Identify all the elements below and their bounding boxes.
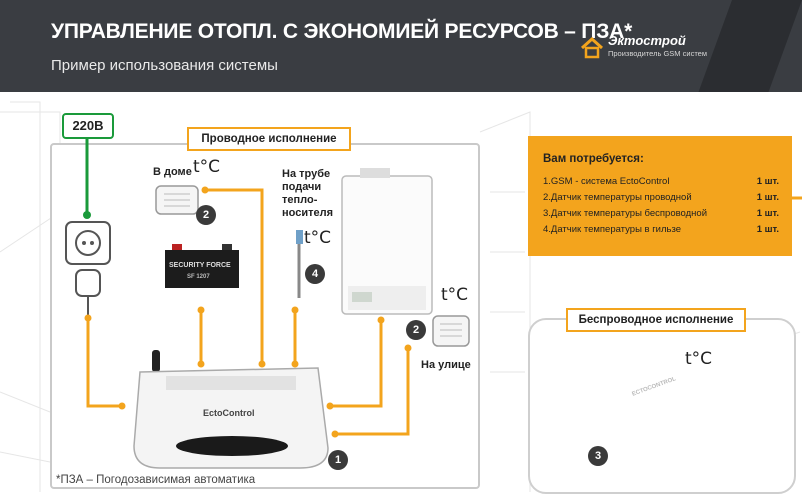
sensor-pipe-label: На трубе подачи тепло-носителя (282, 168, 334, 219)
signal-wires (86, 188, 410, 436)
power-220v-label: 220В (62, 113, 114, 139)
page-title: УПРАВЛЕНИЕ ОТОПЛ. С ЭКОНОМИЕЙ РЕСУРСОВ –… (51, 20, 633, 43)
wired-sensor-home-icon (155, 185, 199, 215)
wireless-section-label: Беспроводное исполнение (566, 308, 746, 332)
battery-model: SF 1207 (187, 274, 210, 280)
badge-sensor-pipe: 4 (305, 264, 325, 284)
badge-sensor-outdoor: 2 (406, 320, 426, 340)
requirements-panel: Вам потребуется: 1.GSM - система EctoCon… (528, 136, 792, 256)
wireless-diagram-panel (528, 318, 796, 494)
tc-symbol-pipe: t°C (304, 228, 332, 248)
controller-brand: EctoControl (203, 408, 255, 418)
tc-symbol-home: t°C (193, 157, 221, 177)
brand-logo: Эктострой Производитель GSM систем (580, 33, 720, 63)
wired-section-label: Проводное исполнение (187, 127, 351, 151)
badge-controller: 1 (328, 450, 348, 470)
footnote: *ПЗА – Погодозависимая автоматика (56, 474, 256, 486)
brand-tagline: Производитель GSM систем (608, 49, 708, 58)
power-plug-icon (75, 269, 101, 316)
tc-symbol-outdoor: t°C (441, 285, 469, 305)
battery-brand: SECURITY FORCE (169, 262, 231, 269)
tc-symbol-wireless: t°C (685, 349, 713, 369)
header-banner: УПРАВЛЕНИЕ ОТОПЛ. С ЭКОНОМИЕЙ РЕСУРСОВ –… (0, 0, 802, 92)
wired-sensor-outdoor-icon (432, 315, 470, 347)
sensor-outdoor-label: На улице (421, 359, 471, 371)
pipe-sensor-probe-icon (296, 230, 303, 298)
requirements-title: Вам потребуется: (543, 153, 644, 165)
badge-sensor-home: 2 (196, 205, 216, 225)
gsm-controller-icon (133, 350, 329, 469)
sensor-home-label: В доме (153, 166, 192, 178)
badge-wireless-sensor: 3 (588, 446, 608, 466)
brand-name: Эктострой (608, 33, 686, 48)
battery-icon (165, 244, 239, 288)
page-subtitle: Пример использования системы (51, 57, 278, 74)
power-outlet-icon (65, 221, 111, 265)
house-logo-icon (580, 37, 604, 59)
boiler-icon (341, 168, 433, 315)
